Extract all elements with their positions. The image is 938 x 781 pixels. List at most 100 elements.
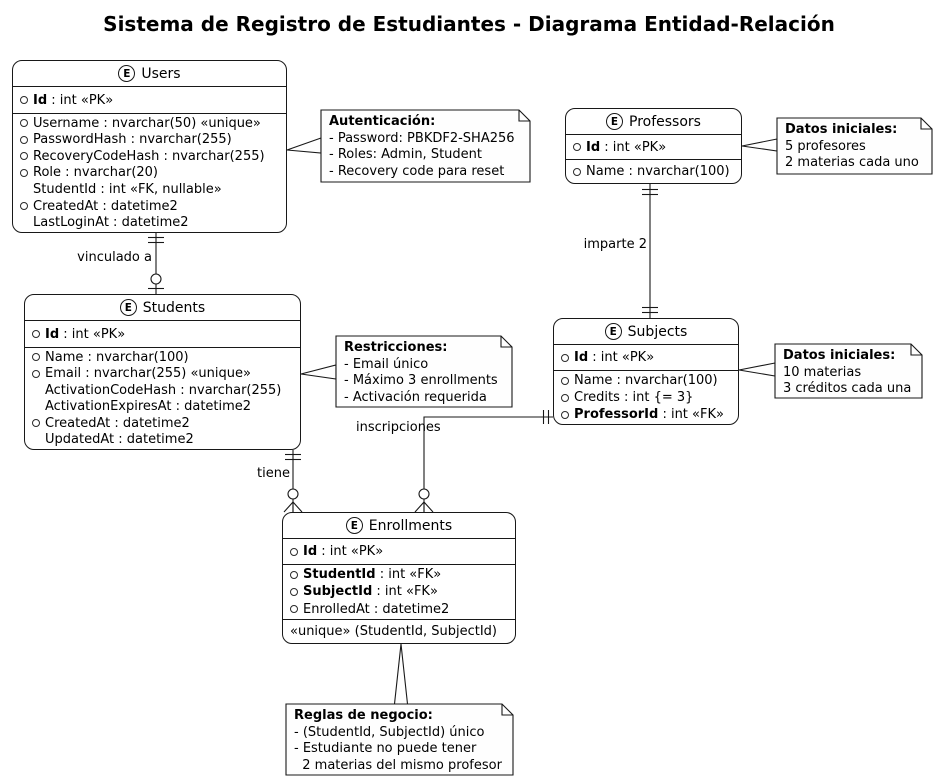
field-bullet-icon (290, 587, 298, 596)
field-bullet-icon (561, 376, 569, 385)
relation-professors-subjects-label: imparte 2 (584, 237, 647, 252)
unique-constraint-row: «unique» (StudentId, SubjectId) (290, 624, 497, 639)
entity-name: Enrollments (368, 517, 453, 534)
entity-professors-fields-section: Name : nvarchar(100) (566, 159, 741, 183)
entity-users: E Users Id : int «PK» Username : nvarcha… (12, 60, 287, 233)
field-row: EnrolledAt : datetime2 (283, 602, 515, 617)
relation-subjects-enrollments-label: inscripciones (356, 420, 441, 435)
field-row: Credits : int {= 3} (554, 390, 738, 405)
field-row: ProfessorId : int «FK» (554, 407, 738, 422)
note-line: - (StudentId, SubjectId) único (294, 724, 485, 740)
entity-subjects-pk-section: Id : int «PK» (554, 345, 738, 370)
field-row: LastLoginAt : datetime2 (33, 215, 189, 231)
field-bullet-icon (561, 353, 569, 362)
field-row: CreatedAt : datetime2 (25, 416, 300, 431)
field-bullet-icon (561, 393, 569, 402)
entity-name: Students (142, 299, 206, 316)
note-fold-icon (501, 704, 513, 716)
note-line: 5 profesores (785, 138, 866, 154)
entity-icon: E (345, 517, 363, 534)
note-fold-icon (920, 118, 932, 130)
entity-enrollments: E Enrollments Id : int «PK» StudentId : … (282, 512, 516, 644)
relation-students-enrollments: tiene (257, 450, 303, 513)
entity-users-pk-section: Id : int «PK» (13, 87, 286, 113)
entity-professors: E Professors Id : int «PK» Name : nvarch… (565, 108, 742, 184)
relation-users-students-label: vinculado a (77, 250, 152, 265)
note-datos-iniciales-materias: Datos iniciales: 10 materias 3 créditos … (775, 344, 922, 402)
entity-users-header: E Users (13, 61, 286, 87)
note-shapes (285, 109, 933, 776)
field-bullet-icon (20, 96, 28, 104)
field-row: SubjectId : int «FK» (283, 584, 515, 599)
crow-foot-icon (283, 501, 303, 513)
field-row: Id : int «PK» (13, 93, 286, 108)
field-row: Id : int «PK» (566, 140, 741, 155)
entity-icon: E (118, 65, 136, 82)
note-connector (741, 138, 778, 152)
note-title: Reglas de negocio: (294, 708, 433, 723)
note-autenticacion: Autenticación: - Password: PBKDF2-SHA256… (321, 110, 530, 184)
note-fold-icon (500, 336, 512, 348)
field-row: Name : nvarchar(100) (566, 164, 741, 179)
note-line: - Recovery code para reset (329, 163, 505, 179)
note-line: 10 materias (783, 364, 862, 380)
entity-professors-pk-section: Id : int «PK» (566, 135, 741, 159)
note-datos-iniciales-profesores: Datos iniciales: 5 profesores 2 materias… (777, 118, 932, 176)
field-bullet-icon (561, 410, 569, 419)
field-bullet-icon (290, 570, 298, 579)
diagram-title: Sistema de Registro de Estudiantes - Dia… (103, 12, 835, 36)
field-row: Id : int «PK» (554, 350, 738, 365)
note-connector (286, 137, 322, 154)
entity-subjects-fields-section: Name : nvarchar(100) Credits : int {= 3}… (554, 370, 738, 424)
note-datos-profesores-shape (776, 117, 933, 175)
note-restricciones: Restricciones: - Email único - Máximo 3 … (336, 336, 512, 410)
field-row: CreatedAt : datetime2 (13, 199, 286, 214)
field-row: Id : int «PK» (25, 327, 300, 342)
note-datos-materias-shape (774, 343, 923, 399)
entity-students-fields-section: Name : nvarchar(100) Email : nvarchar(25… (25, 347, 300, 449)
field-row: Role : nvarchar(20) (13, 165, 286, 180)
note-line: - Password: PBKDF2-SHA256 (329, 130, 515, 146)
field-row: ActivationExpiresAt : datetime2 (45, 399, 252, 415)
field-bullet-icon (573, 143, 581, 151)
entity-professors-header: E Professors (566, 109, 741, 135)
entity-enrollments-fields-section: StudentId : int «FK» SubjectId : int «FK… (283, 564, 515, 619)
crow-foot-icon (414, 501, 434, 513)
field-row: RecoveryCodeHash : nvarchar(255) (13, 149, 286, 164)
field-bullet-icon (32, 353, 40, 362)
entity-name: Professors (629, 113, 701, 130)
entity-icon: E (606, 113, 624, 130)
relation-users-students: vinculado a (77, 233, 164, 294)
field-row: StudentId : int «FK» (283, 567, 515, 582)
note-fold-icon (910, 344, 922, 356)
entity-students-header: E Students (25, 295, 300, 321)
field-bullet-icon (20, 119, 28, 128)
field-bullet-icon (290, 605, 298, 614)
entity-users-fields-section: Username : nvarchar(50) «unique» Passwor… (13, 113, 286, 232)
field-bullet-icon (290, 547, 298, 556)
entity-name: Users (141, 65, 181, 82)
field-row: Name : nvarchar(100) (25, 350, 300, 365)
note-connector (393, 643, 409, 705)
note-line: - Roles: Admin, Student (329, 147, 482, 162)
note-line: 2 materias del mismo profesor (294, 757, 502, 773)
field-bullet-icon (20, 152, 28, 161)
note-line: - Estudiante no puede tener (294, 741, 477, 756)
note-reglas-de-negocio: Reglas de negocio: - (StudentId, Subject… (286, 704, 513, 778)
field-row: PasswordHash : nvarchar(255) (13, 132, 286, 147)
field-row: ActivationCodeHash : nvarchar(255) (45, 382, 282, 398)
field-row: StudentId : int «FK, nullable» (33, 182, 222, 198)
entity-subjects-header: E Subjects (554, 319, 738, 345)
field-bullet-icon (20, 135, 28, 144)
relation-professors-subjects: imparte 2 (584, 184, 658, 318)
note-line: - Activación requerida (344, 389, 487, 405)
entity-students-pk-section: Id : int «PK» (25, 321, 300, 347)
entity-name: Subjects (627, 323, 688, 340)
field-row: UpdatedAt : datetime2 (45, 432, 194, 448)
entity-enrollments-header: E Enrollments (283, 513, 515, 539)
note-connector (300, 364, 337, 380)
field-bullet-icon (573, 167, 581, 176)
entity-icon: E (119, 299, 137, 316)
note-autenticacion-shape (320, 109, 531, 183)
